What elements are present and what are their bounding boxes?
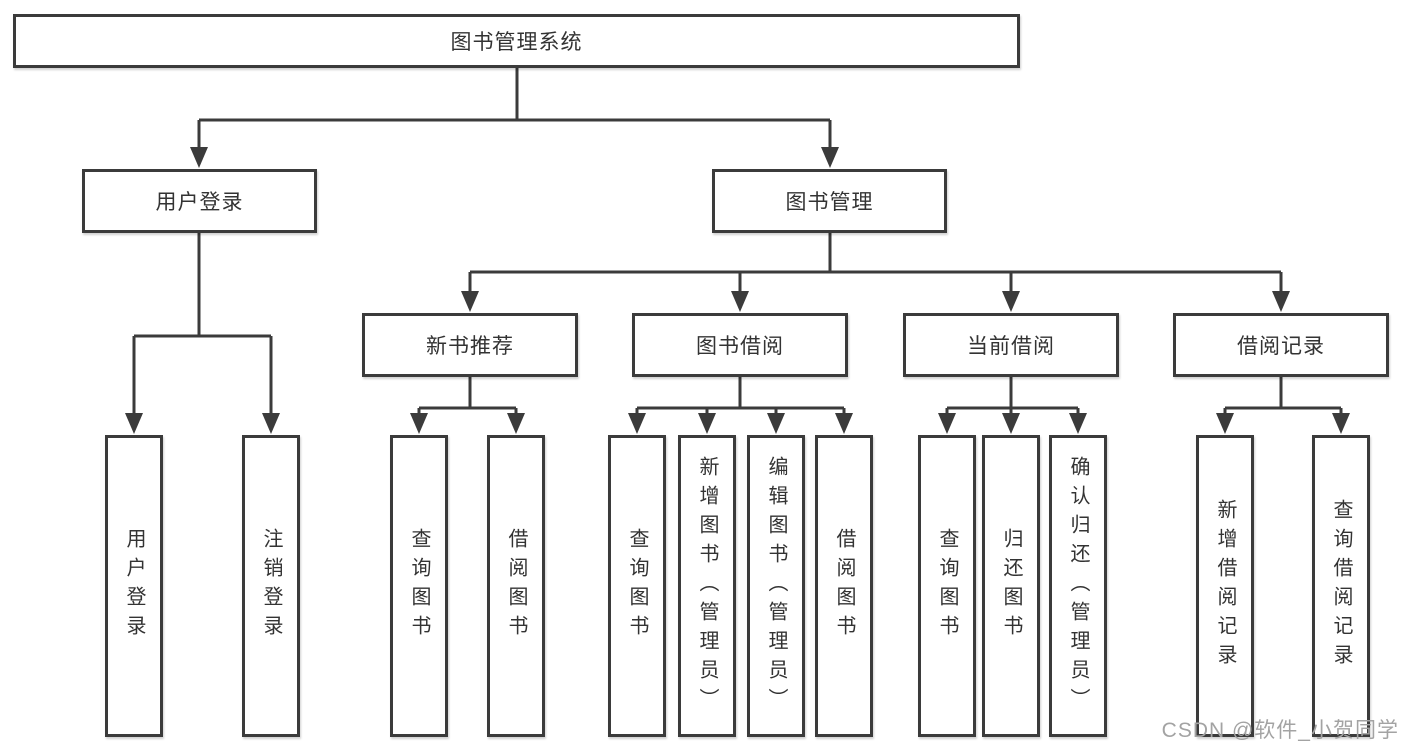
node-leaf-current-confirm-admin: 确认归还（管理员） — [1049, 435, 1107, 737]
node-leaf-records-add-label: 新增借阅记录 — [1214, 499, 1236, 673]
node-root-label: 图书管理系统 — [450, 31, 583, 54]
node-leaf-borrow-edit-admin-label: 编辑图书（管理员） — [765, 455, 787, 717]
node-leaf-borrow-borrow-label: 借阅图书 — [833, 528, 855, 644]
node-leaf-current-query-label: 查询图书 — [936, 528, 958, 644]
node-leaf-current-return: 归还图书 — [982, 435, 1040, 737]
node-new-book-recommend: 新书推荐 — [362, 313, 578, 377]
connector-book-management-children — [461, 233, 1290, 312]
watermark: CSDN @软件_小贺同学 — [1161, 719, 1399, 742]
node-borrow-records: 借阅记录 — [1173, 313, 1389, 377]
node-leaf-records-query: 查询借阅记录 — [1312, 435, 1370, 737]
node-book-management: 图书管理 — [712, 169, 947, 233]
node-leaf-records-add: 新增借阅记录 — [1196, 435, 1254, 737]
node-leaf-borrow-add-admin: 新增图书（管理员） — [678, 435, 736, 737]
connector-current-borrow-children — [938, 377, 1087, 434]
node-leaf-borrow-edit-admin: 编辑图书（管理员） — [747, 435, 805, 737]
node-book-management-label: 图书管理 — [785, 191, 874, 214]
node-leaf-logout: 注销登录 — [242, 435, 300, 737]
node-new-book-recommend-label: 新书推荐 — [426, 335, 514, 358]
node-book-borrow-label: 图书借阅 — [696, 335, 784, 358]
node-current-borrow: 当前借阅 — [903, 313, 1119, 377]
node-current-borrow-label: 当前借阅 — [967, 335, 1055, 358]
node-root: 图书管理系统 — [13, 14, 1020, 68]
node-leaf-borrow-add-admin-label: 新增图书（管理员） — [696, 455, 718, 717]
connector-new-book-children — [410, 377, 525, 434]
connector-book-borrow-children — [628, 377, 853, 434]
node-book-borrow: 图书借阅 — [632, 313, 848, 377]
node-leaf-newbook-borrow-label: 借阅图书 — [505, 528, 527, 644]
node-leaf-logout-label: 注销登录 — [260, 528, 282, 644]
node-leaf-newbook-query: 查询图书 — [390, 435, 448, 737]
node-leaf-user-login: 用户登录 — [105, 435, 163, 737]
node-borrow-records-label: 借阅记录 — [1237, 335, 1325, 358]
connector-borrow-records-children — [1216, 377, 1350, 434]
node-leaf-borrow-query-label: 查询图书 — [626, 528, 648, 644]
node-user-login: 用户登录 — [82, 169, 317, 233]
connector-root-to-level2 — [190, 68, 839, 168]
node-leaf-borrow-query: 查询图书 — [608, 435, 666, 737]
node-leaf-borrow-borrow: 借阅图书 — [815, 435, 873, 737]
node-user-login-label: 用户登录 — [155, 191, 244, 214]
node-leaf-records-query-label: 查询借阅记录 — [1330, 499, 1352, 673]
node-leaf-newbook-query-label: 查询图书 — [408, 528, 430, 644]
node-leaf-current-query: 查询图书 — [918, 435, 976, 737]
node-leaf-current-confirm-admin-label: 确认归还（管理员） — [1067, 455, 1089, 717]
node-leaf-newbook-borrow: 借阅图书 — [487, 435, 545, 737]
node-leaf-user-login-label: 用户登录 — [123, 528, 145, 644]
connector-user-login-children — [125, 233, 280, 434]
node-leaf-current-return-label: 归还图书 — [1000, 528, 1022, 644]
